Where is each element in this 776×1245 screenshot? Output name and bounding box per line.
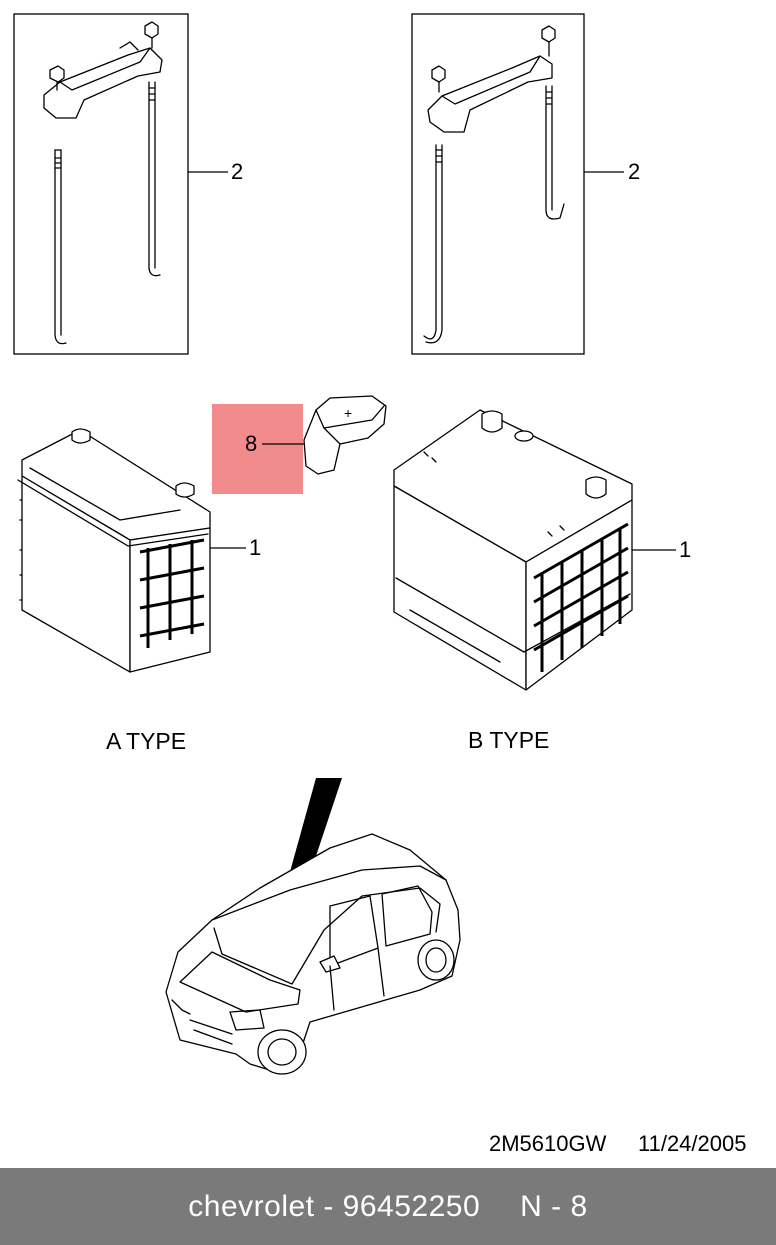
bracket-callout-right: 2 bbox=[628, 159, 640, 184]
battery-type-b: 1 bbox=[393, 409, 691, 691]
type-a-label: A TYPE bbox=[106, 728, 186, 754]
highlight-box bbox=[212, 404, 303, 494]
battery-a-label-grid bbox=[139, 538, 205, 648]
hold-down-bracket-left: 2 bbox=[13, 13, 243, 355]
battery-a-callout: 1 bbox=[249, 535, 261, 560]
parts-diagram: 2 2 + 8 bbox=[13, 13, 746, 1156]
battery-type-a: 1 bbox=[17, 428, 261, 673]
doc-date: 11/24/2005 bbox=[638, 1131, 746, 1156]
footer-part-text: chevrolet - 96452250 bbox=[188, 1189, 481, 1223]
vehicle-illustration bbox=[165, 778, 461, 1075]
battery-b-label-grid bbox=[533, 522, 629, 672]
type-b-label: B TYPE bbox=[468, 727, 549, 753]
doc-ref-code: 2M5610GW bbox=[489, 1131, 607, 1156]
battery-b-callout: 1 bbox=[679, 537, 691, 562]
terminal-cover[interactable]: + 8 bbox=[212, 395, 387, 494]
footer-position-text: N - 8 bbox=[520, 1189, 588, 1223]
bracket-callout-left: 2 bbox=[231, 159, 243, 184]
hold-down-bracket-right: 2 bbox=[411, 13, 640, 355]
terminal-cover-callout: 8 bbox=[245, 431, 257, 456]
footer-bar: chevrolet - 96452250 N - 8 bbox=[0, 1168, 776, 1245]
plus-mark-icon: + bbox=[344, 405, 352, 421]
